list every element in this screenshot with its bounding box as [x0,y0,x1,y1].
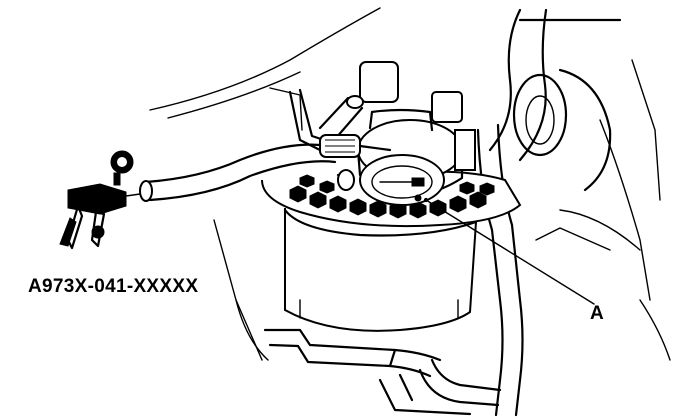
intake-pipe [488,8,622,192]
canister-top [261,170,522,228]
tool-part-number-label: A973X-041-XXXXX [28,276,199,297]
purge-valve [356,61,476,206]
callout-a-label: A [590,303,604,324]
vertical-hoses [418,123,524,417]
vacuum-pump-tool [59,150,141,250]
vacuum-hose [139,134,392,202]
lower-frame-pipe [263,328,472,416]
callout-a-leader [423,197,595,305]
chassis-frame [535,59,671,361]
honeycomb-pattern [289,174,495,219]
body-panel [149,7,381,361]
canister-body [283,208,478,332]
